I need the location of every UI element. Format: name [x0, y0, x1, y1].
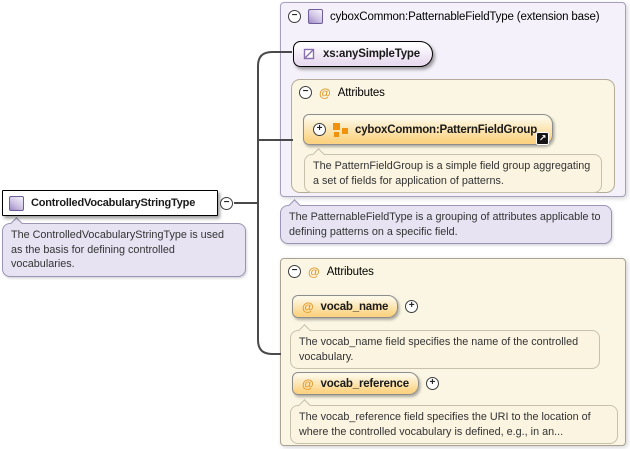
attribute-label: vocab_reference — [320, 377, 410, 390]
root-type-box[interactable]: ControlledVocabularyStringType — [2, 190, 218, 216]
simple-type-icon — [303, 48, 315, 60]
attribute-box-vocab-reference[interactable]: @ vocab_reference — [292, 372, 419, 395]
attribute-group-box[interactable]: + cyboxCommon:PatternFieldGroup ↗ — [303, 114, 553, 145]
collapse-icon[interactable]: − — [299, 86, 312, 99]
extension-base-panel: − cyboxCommon:PatternableFieldType (exte… — [280, 2, 626, 197]
root-annotation: The ControlledVocabularyStringType is us… — [2, 223, 246, 277]
base-type-box[interactable]: xs:anySimpleType — [293, 41, 433, 67]
attribute-icon: @ — [308, 264, 320, 279]
attributes-panel: − @ Attributes @ vocab_name + The vocab_… — [280, 258, 626, 446]
extension-attributes-frame: − @ Attributes + cyboxCommon:PatternFiel… — [291, 79, 615, 194]
complex-type-icon — [308, 9, 323, 24]
extension-panel-header: − cyboxCommon:PatternableFieldType (exte… — [281, 3, 625, 24]
complex-type-icon — [9, 195, 24, 211]
attribute-label: vocab_name — [320, 300, 389, 313]
attributes-panel-title: Attributes — [326, 265, 374, 278]
root-type-label: ControlledVocabularyStringType — [31, 197, 196, 209]
extension-panel-title: cyboxCommon:PatternableFieldType (extens… — [330, 10, 600, 23]
expand-icon[interactable]: + — [313, 123, 326, 136]
vocab-name-annotation: The vocab_name field specifies the name … — [290, 330, 600, 370]
collapse-icon[interactable]: − — [288, 265, 301, 278]
expand-icon[interactable]: + — [405, 300, 419, 313]
extension-annotation: The PatternableFieldType is a grouping o… — [280, 205, 612, 245]
attribute-row: @ vocab_reference + — [292, 372, 439, 395]
attribute-group-label: cyboxCommon:PatternFieldGroup — [355, 123, 538, 136]
attribute-icon: @ — [302, 376, 314, 391]
goto-definition-icon[interactable]: ↗ — [536, 132, 549, 145]
base-type-label: xs:anySimpleType — [323, 48, 420, 60]
attributes-panel-header: − @ Attributes — [281, 259, 625, 278]
vocab-reference-annotation: The vocab_reference field specifies the … — [290, 405, 618, 445]
collapse-icon[interactable]: − — [288, 10, 301, 23]
attribute-icon: @ — [319, 85, 331, 100]
attribute-group-annotation: The PatternFieldGroup is a simple field … — [304, 154, 602, 194]
collapse-icon[interactable]: − — [220, 197, 233, 210]
attribute-box-vocab-name[interactable]: @ vocab_name — [292, 295, 399, 318]
expand-icon[interactable]: + — [425, 377, 439, 390]
attribute-row: @ vocab_name + — [292, 295, 419, 318]
attribute-group-icon — [333, 122, 348, 137]
attribute-icon: @ — [302, 299, 314, 314]
extension-attributes-title: Attributes — [337, 86, 385, 99]
extension-attributes-header: − @ Attributes — [292, 80, 614, 99]
